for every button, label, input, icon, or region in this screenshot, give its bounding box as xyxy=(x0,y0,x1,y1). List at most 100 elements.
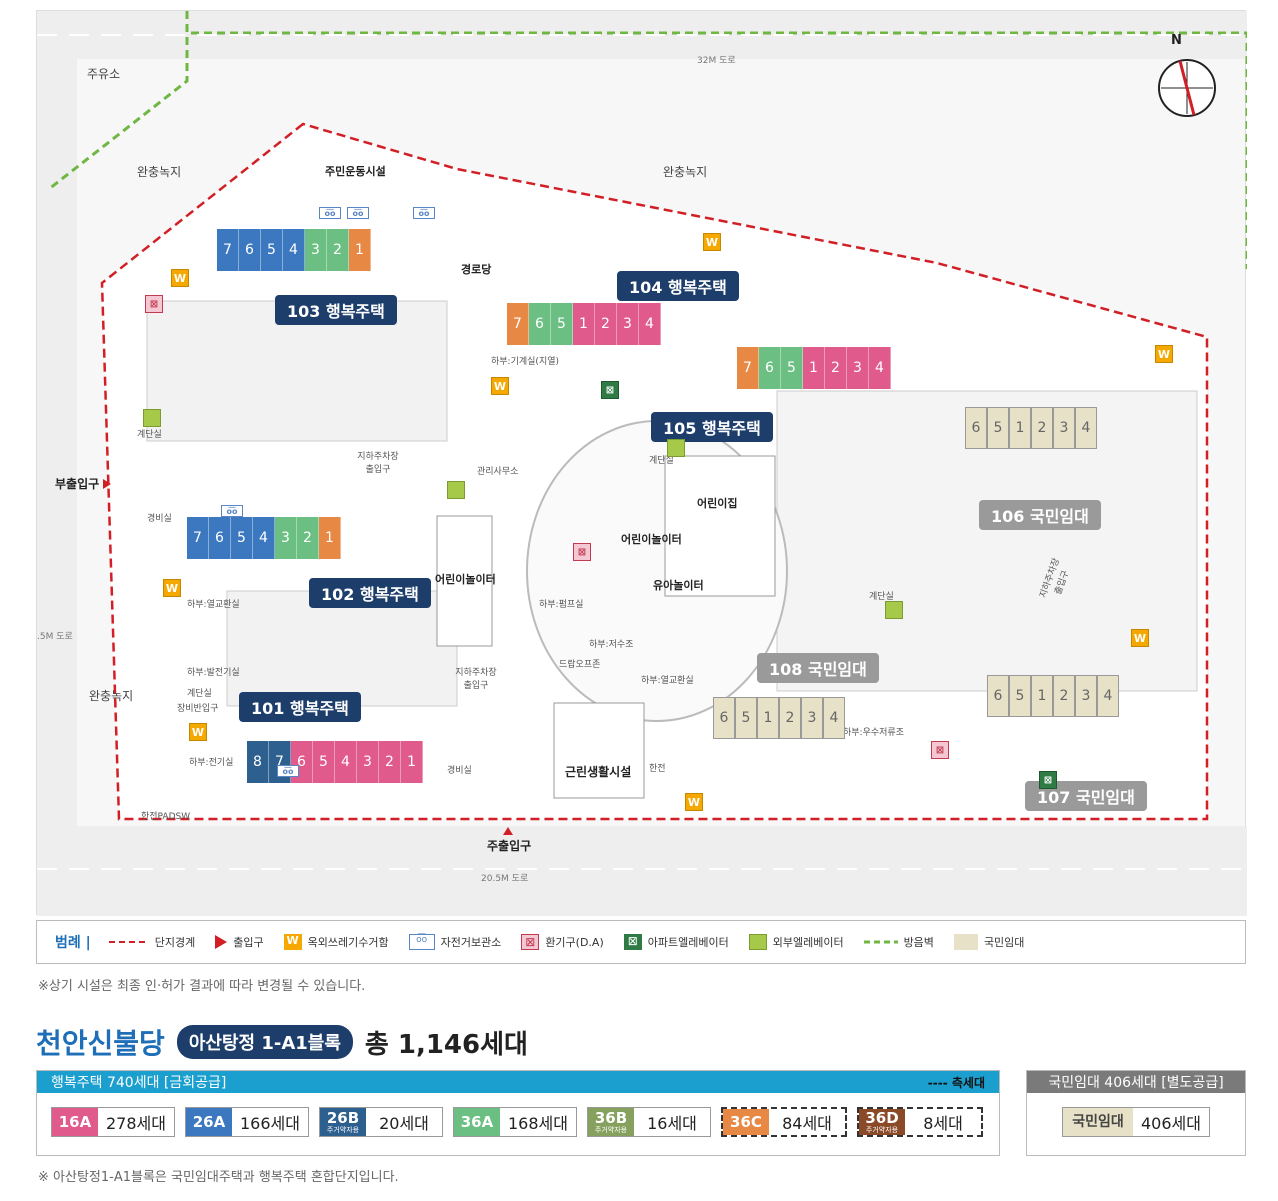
legend-label: 출입구 xyxy=(233,936,264,949)
vent-icon: ⊠ xyxy=(931,741,949,759)
legend-outdoor-elevator: 외부엘레베이터 xyxy=(748,934,844,950)
trash-bin-icon: W xyxy=(283,934,302,950)
main-entrance-label: 주출입구 xyxy=(487,839,532,853)
national-rental-swatch xyxy=(953,934,978,950)
legend-boundary: 단지경계 xyxy=(108,934,195,950)
unit-type-code-label: 16A xyxy=(58,1112,92,1131)
gym-label: 주민운동시설 xyxy=(325,165,386,178)
sub-entrance-label: 부출입구 xyxy=(55,477,100,491)
neighborhood-facility-label: 근린생활시설 xyxy=(565,765,632,779)
kepco-label: 한전 xyxy=(649,764,666,774)
gas-station-label: 주유소 xyxy=(87,67,121,81)
building-tag-108[interactable]: 108 국민임대 xyxy=(757,653,879,683)
legend-elevator: ⊠ 아파트엘레베이터 xyxy=(623,934,729,950)
management-office-label: 관리사무소 xyxy=(477,467,519,477)
building-tag-101[interactable]: 101 행복주택 xyxy=(239,692,361,722)
legend-entrance: 출입구 xyxy=(215,934,264,950)
toddler-playground-label: 유아놀이터 xyxy=(653,579,704,592)
unit-type-code: 26A xyxy=(186,1108,232,1136)
outdoor-elevator-icon xyxy=(748,934,767,950)
management-footprint xyxy=(436,515,493,647)
unit-type-code: 16A xyxy=(52,1108,98,1136)
legend-label: 아파트엘레베이터 xyxy=(647,936,729,949)
apartment-elevator-icon: ⊠ xyxy=(1039,771,1057,789)
generator-room-label: 하부:발전기실 xyxy=(187,668,240,678)
daycare-label: 어린이집 xyxy=(697,497,738,510)
unit-cell: 7 xyxy=(737,347,759,389)
nat-type-code: 국민임대 xyxy=(1063,1108,1133,1136)
bike-rack-icon: o͞o xyxy=(277,765,299,777)
unit-cell: 6 xyxy=(759,347,781,389)
building-tag-104[interactable]: 104 행복주택 xyxy=(617,271,739,301)
trash-bin-icon: W xyxy=(1155,345,1173,363)
building-tag-103[interactable]: 103 행복주택 xyxy=(275,295,397,325)
trash-bin-icon: W xyxy=(703,233,721,251)
boundary-line-icon xyxy=(108,941,149,943)
building-tag-102[interactable]: 102 행복주택 xyxy=(309,578,431,608)
unit-type-code-label: 26A xyxy=(192,1112,226,1131)
trash-bin-icon: W xyxy=(189,723,207,741)
apartment-elevator-icon: ⊠ xyxy=(601,381,619,399)
legend-noise-wall: 방음벽 xyxy=(863,934,934,950)
unit-cell: 4 xyxy=(869,347,891,389)
unit-cell: 2 xyxy=(327,229,349,271)
vent-icon: ⊠ xyxy=(521,934,540,950)
unit-cell: 3 xyxy=(357,741,379,783)
unit-cell: 2 xyxy=(779,697,801,739)
unit-cell: 4 xyxy=(335,741,357,783)
water-tank-label: 하부:저수조 xyxy=(589,640,634,650)
unit-cell: 2 xyxy=(1053,675,1075,717)
unit-cell: 3 xyxy=(1075,675,1097,717)
buffer-green-label: 완충녹지 xyxy=(663,165,708,179)
legend-label: 국민임대 xyxy=(983,936,1025,949)
outdoor-elevator-icon xyxy=(447,481,465,499)
unit-cell: 5 xyxy=(735,697,757,739)
building-tag-106[interactable]: 106 국민임대 xyxy=(979,500,1101,530)
noise-wall-icon xyxy=(863,940,898,944)
unit-cell: 4 xyxy=(1097,675,1119,717)
unit-cell: 4 xyxy=(283,229,305,271)
nat-type-count: 406세대 xyxy=(1133,1108,1209,1136)
site-map: 주유소 완충녹지 완충녹지 완충녹지 32M 도로 20.5M 도로 .5M 도… xyxy=(36,10,1247,916)
unit-cell: 5 xyxy=(1009,675,1031,717)
unit-cell: 1 xyxy=(1031,675,1053,717)
road-west xyxy=(37,11,77,916)
unit-cell: 3 xyxy=(617,303,639,345)
happy-panel-title: 행복주택 740세대 [금회공급] xyxy=(51,1075,227,1091)
unit-type-count: 20세대 xyxy=(366,1108,442,1136)
trash-bin-icon: W xyxy=(163,579,181,597)
unit-cell: 4 xyxy=(823,697,845,739)
unit-cell: 5 xyxy=(781,347,803,389)
kepco-padsw-label: 한전PADSW xyxy=(141,812,191,822)
unit-type-code-label: 36D xyxy=(865,1108,899,1127)
stair-label: 계단실 xyxy=(869,592,894,602)
unit-cell: 7 xyxy=(507,303,529,345)
unit-cell: 7 xyxy=(217,229,239,271)
unit-cell: 2 xyxy=(379,741,401,783)
unit-cell: 5 xyxy=(551,303,573,345)
building-tag-105[interactable]: 105 행복주택 xyxy=(651,412,773,442)
heat-exchange-label: 하부:열교환실 xyxy=(187,600,240,610)
legend-vent: ⊠ 환기구(D.A) xyxy=(521,934,604,950)
road-label: .5M 도로 xyxy=(37,632,73,642)
unit-type-count: 8세대 xyxy=(905,1109,981,1135)
unit-type-code-label: 36A xyxy=(460,1112,494,1131)
sub-entrance-arrow xyxy=(103,479,111,489)
unit-cell: 1 xyxy=(757,697,779,739)
stair-label: 계단실 xyxy=(649,456,674,466)
unit-cell: 1 xyxy=(1009,407,1031,449)
headline-block: 아산탕정 1-A1블록 xyxy=(176,1025,353,1059)
legend-trash: W 옥외쓰레기수거함 xyxy=(283,934,389,950)
unit-cell: 1 xyxy=(803,347,825,389)
guard-room-label: 경비실 xyxy=(447,766,472,776)
buffer-green-label: 완충녹지 xyxy=(89,689,134,703)
